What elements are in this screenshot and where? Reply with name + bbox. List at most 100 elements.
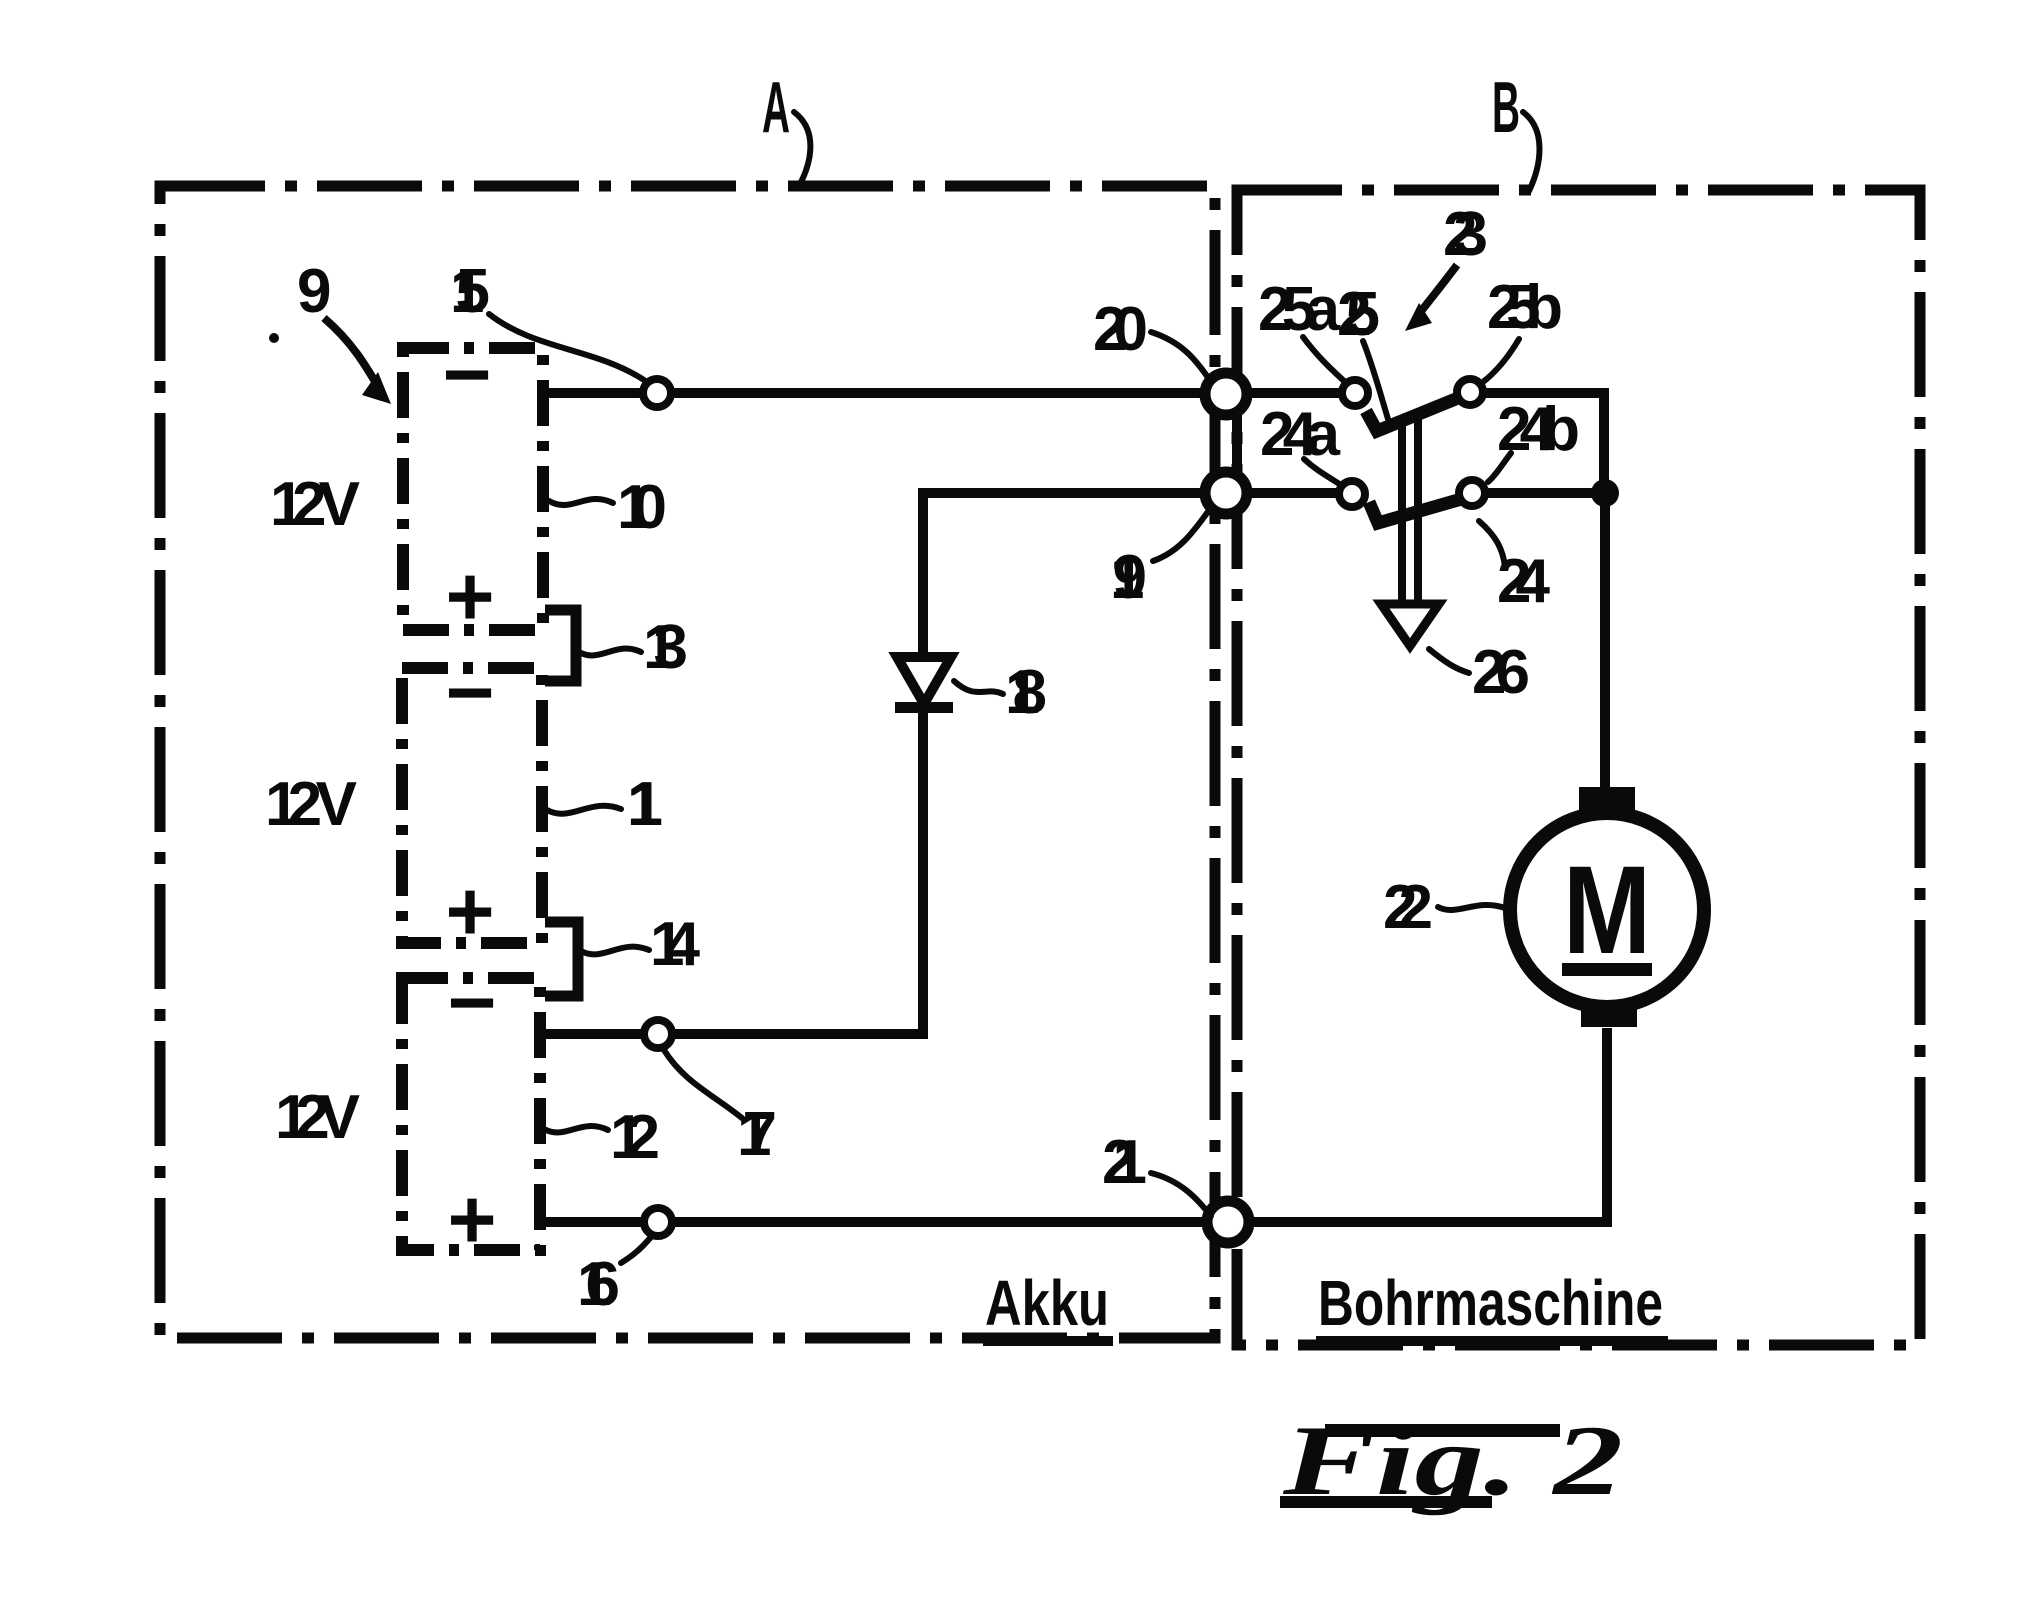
contact-25a-circle [1338,376,1372,410]
terminal-16-circle [640,1204,676,1240]
arrow-23-shaft [1414,262,1461,318]
cell-connector-13 [545,604,582,687]
label-23: 23 [1443,200,1488,269]
leader-15 [486,311,647,383]
arrow-9-shaft [321,314,384,393]
leader-13 [576,645,644,659]
cell1-minus-symbol: − [442,327,491,421]
label-24a: 24a [1260,400,1341,469]
arrow-23-head [1405,303,1432,331]
label-18: 18 [1005,658,1047,727]
label-voltage-cell2: 12 V [265,770,357,839]
caption-top-bar [1325,1424,1560,1437]
akku-underline [983,1336,1113,1346]
label-voltage-cell3: 12 V [275,1083,360,1152]
label-25a: 25a [1258,275,1341,344]
ink-dot [269,333,279,343]
label-25b: 25b [1487,273,1563,342]
junction-20-circle [1199,367,1253,421]
label-24b: 24b [1497,395,1580,464]
motor-symbol: M [1563,841,1651,980]
leader-25 [1360,338,1391,422]
cell3-minus-symbol: − [447,955,496,1049]
caption-underline [1280,1496,1492,1508]
leader-11 [544,802,624,817]
reference-labels: 9 15 10 13 11 14 12 17 16 18 20 19 21 22… [265,200,1580,1319]
leader-region-b [1520,109,1543,194]
label-14: 14 [650,910,701,979]
cell3-plus-symbol: + [447,1172,496,1266]
battery-cell-1 [397,342,549,636]
leader-17 [661,1047,745,1121]
leader-24b [1485,450,1514,485]
motor-symbol-underline [1562,963,1652,976]
motor-brush-top [1579,787,1635,813]
label-15: 15 [450,257,490,326]
leader-12 [541,1123,611,1136]
actuator-arrowhead-26 [1372,599,1448,654]
switch-actuator-shaft [1398,413,1422,604]
boundary-link-segment [1210,414,1242,474]
region-b-border [1231,184,1926,1351]
label-16: 16 [577,1250,620,1319]
leader-region-a [791,109,814,189]
leader-20 [1148,329,1212,382]
leader-24a [1301,456,1344,488]
contact-25b-circle [1453,375,1487,409]
leader-24 [1476,518,1508,570]
label-19: 19 [1110,543,1147,612]
wire-bottom [540,1028,1612,1227]
label-voltage-cell1: 12 V [270,470,360,539]
bohrmaschine-underline [1316,1336,1668,1346]
switch-arm-25 [1360,389,1466,440]
arrow-9-head [362,372,391,404]
wire-middle-diode-branch [543,488,1352,1039]
motor-brush-bottom [1581,1001,1637,1027]
junction-dot [1591,479,1619,507]
label-9: 9 [297,257,331,326]
label-25: 25 [1337,280,1380,349]
contact-24a-circle [1335,477,1369,511]
label-24: 24 [1497,547,1551,616]
leader-26 [1426,646,1472,676]
leader-16 [618,1234,654,1266]
leader-25b [1480,336,1522,385]
leader-19 [1150,506,1213,564]
label-bohrmaschine: Bohrmaschine [1318,1267,1663,1339]
leader-lines [486,109,1543,1266]
cell-connector-14 [545,916,584,1002]
label-26: 26 [1472,638,1530,707]
label-13: 13 [643,613,688,682]
label-region-b: B [1492,68,1520,148]
label-region-a: A [762,68,790,148]
label-11: 11 [627,770,661,839]
junction-21-circle [1201,1195,1255,1249]
wire-25b-down [1484,388,1609,493]
terminal-15-circle [639,375,675,411]
leader-22 [1435,901,1508,913]
leader-14 [578,943,652,958]
leader-21 [1148,1170,1214,1219]
cell1-plus-symbol: + [445,549,494,643]
contact-24b-circle [1455,476,1489,510]
cell2-plus-symbol: + [445,864,494,958]
diode-triangle [888,652,960,715]
leader-25a [1300,334,1347,384]
label-17: 17 [737,1100,777,1169]
leader-10 [546,496,616,508]
battery-polarity-symbols: − + − + − + [442,327,496,1266]
label-22: 22 [1383,873,1433,942]
battery-cell-3 [396,972,546,1256]
label-akku: Akku [985,1267,1109,1339]
label-20: 20 [1093,295,1148,364]
region-a-border [154,180,1221,1344]
cell2-minus-symbol: − [445,645,494,739]
battery-cell-2 [396,662,548,949]
label-12: 12 [610,1103,660,1172]
terminal-17-circle [640,1016,676,1052]
label-21: 21 [1102,1128,1147,1197]
junction-19-circle [1199,466,1253,520]
leader-18 [951,678,1006,697]
